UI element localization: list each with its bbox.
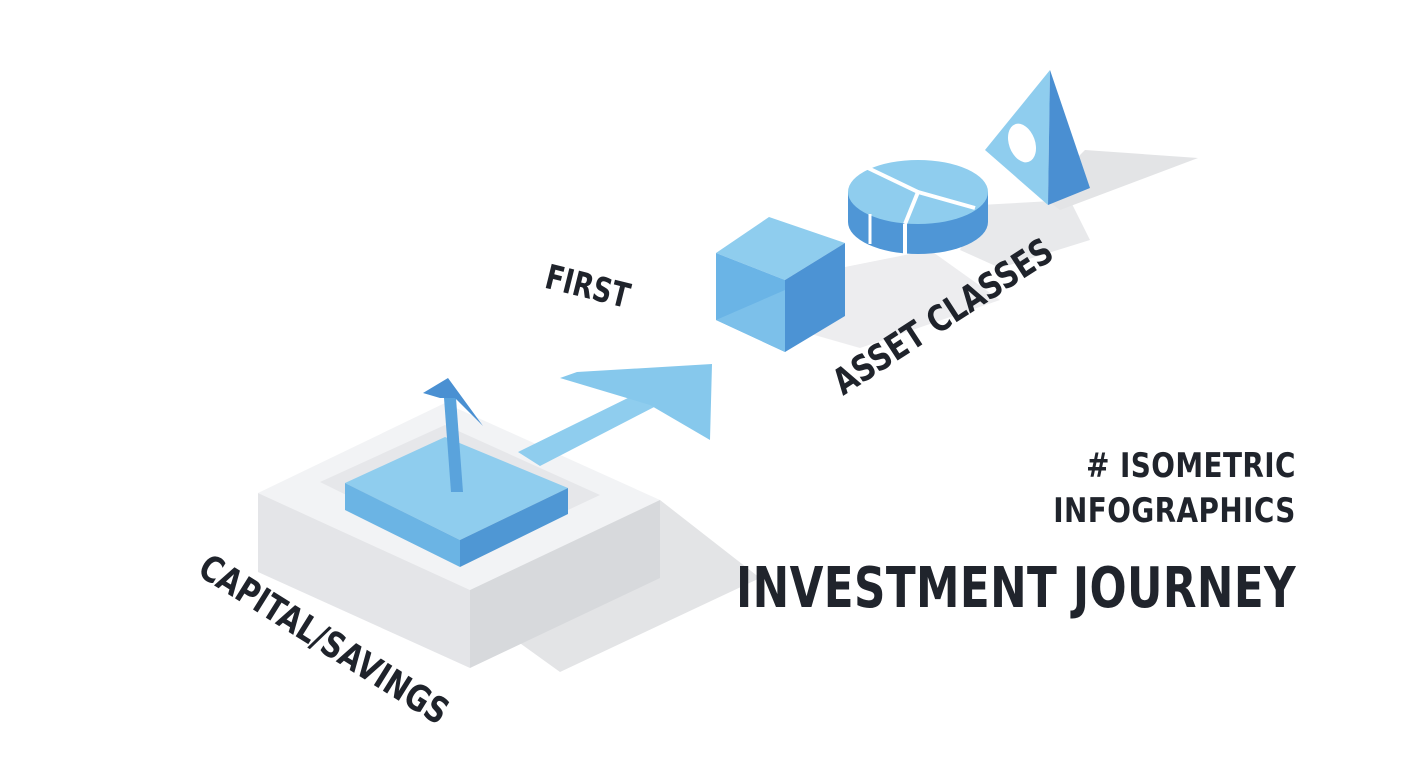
first-label: FIRST: [541, 258, 634, 317]
journey-arrow-body: [518, 392, 660, 466]
cube-asset: [716, 217, 845, 352]
pie-slice-divider-3: [903, 191, 920, 225]
cube-highlight: [716, 290, 785, 352]
pie-slice-divider-2: [917, 190, 976, 210]
pie-slice-divider-1: [867, 166, 919, 194]
first-arrow: [423, 378, 483, 492]
tag-line-1: # ISOMETRIC: [1086, 446, 1296, 486]
first-arrow-head: [423, 378, 483, 426]
cube-top: [716, 217, 845, 280]
tag-line-2: INFOGRAPHICS: [1053, 491, 1296, 531]
triangle-side: [1048, 70, 1090, 205]
pie-asset: [848, 160, 988, 254]
first-arrow-shaft: [444, 398, 463, 492]
page-title: INVESTMENT JOURNEY: [735, 556, 1296, 621]
cube-right-face: [785, 243, 845, 352]
triangle-asset: [985, 70, 1090, 205]
platform-left-side: [258, 493, 470, 668]
platform-right-side: [470, 500, 660, 668]
journey-arrow-head: [560, 364, 712, 440]
tile-right-side: [460, 488, 568, 567]
triangle-hole: [1007, 123, 1037, 163]
journey-arrow: [518, 364, 712, 466]
pie-shadow: [960, 200, 1090, 268]
tile-left-side: [345, 483, 460, 567]
